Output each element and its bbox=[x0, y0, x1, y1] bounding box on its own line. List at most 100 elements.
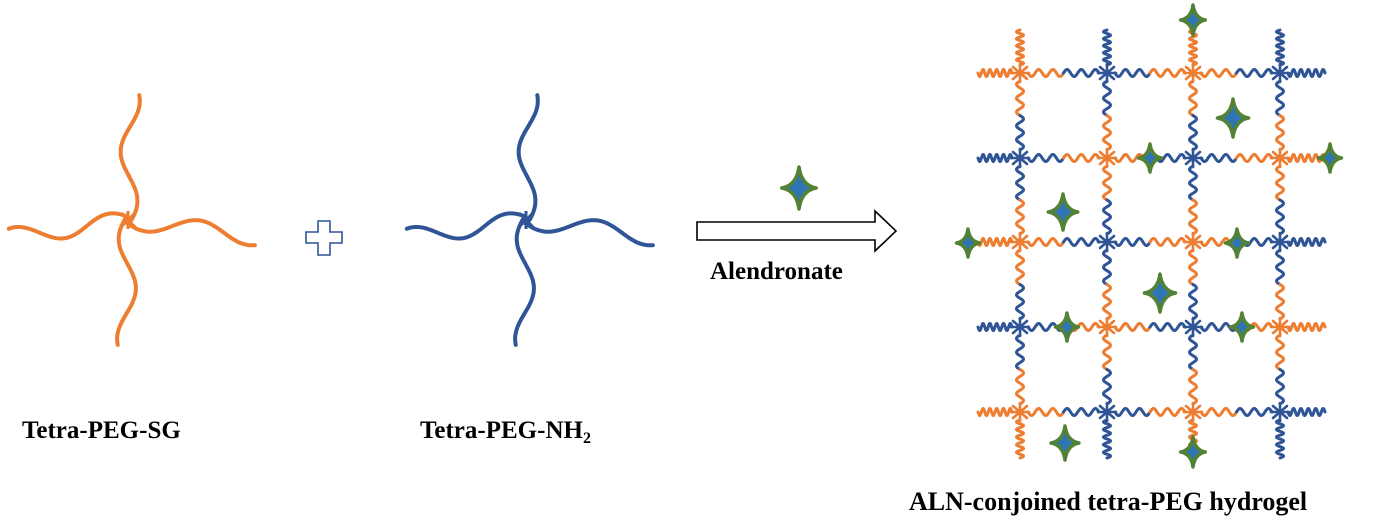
crosslink-node bbox=[1269, 147, 1291, 169]
crosslink-node bbox=[1182, 147, 1204, 169]
network-strand bbox=[1199, 67, 1238, 79]
network-strand bbox=[1305, 406, 1327, 418]
crosslink-node bbox=[1182, 401, 1204, 423]
hydrogel-network bbox=[976, 28, 1327, 460]
network-strand bbox=[1305, 321, 1327, 333]
peg-arm bbox=[513, 217, 536, 347]
network-strand bbox=[976, 321, 997, 333]
network-strand bbox=[1148, 406, 1187, 418]
network-strand bbox=[1274, 248, 1286, 286]
network-strand bbox=[993, 321, 1014, 333]
network-strand bbox=[1113, 236, 1152, 248]
network-strand bbox=[976, 406, 997, 418]
tetra-peg-sg-molecule bbox=[6, 93, 257, 347]
crosslink-node bbox=[1269, 62, 1291, 84]
network-strand bbox=[1062, 236, 1101, 248]
network-strand bbox=[1199, 321, 1238, 333]
network-strand bbox=[1235, 152, 1274, 164]
network-strand bbox=[1062, 152, 1101, 164]
crosslink-node bbox=[1269, 316, 1291, 338]
tetra-peg-nh2-label: Tetra-PEG-NH2 bbox=[420, 417, 591, 448]
network-strand bbox=[1113, 321, 1152, 333]
network-strand bbox=[1199, 152, 1238, 164]
alendronate-star-icon bbox=[1228, 311, 1256, 343]
network-strand bbox=[1101, 114, 1113, 152]
crosslink-node bbox=[1269, 231, 1291, 253]
network-strand bbox=[1026, 67, 1065, 79]
peg-arm bbox=[118, 93, 142, 223]
network-strand bbox=[1305, 236, 1327, 248]
alendronate-star-icon bbox=[1049, 424, 1081, 462]
hydrogel-label: ALN-conjoined tetra-PEG hydrogel bbox=[909, 487, 1308, 516]
network-strand bbox=[1286, 67, 1308, 79]
drug-stars bbox=[954, 3, 1344, 469]
network-strand bbox=[1235, 406, 1274, 418]
reaction-arrow-icon bbox=[696, 209, 898, 253]
crosslink-node bbox=[1009, 316, 1031, 338]
alendronate-star-icon bbox=[780, 165, 818, 211]
crosslink-node bbox=[1096, 147, 1118, 169]
network-strand bbox=[1305, 67, 1327, 79]
alendronate-star-icon bbox=[1053, 311, 1081, 343]
alendronate-star-icon bbox=[1215, 97, 1251, 139]
alendronate-star-icon bbox=[1316, 142, 1344, 174]
network-strand bbox=[1274, 368, 1286, 406]
network-strand bbox=[1286, 152, 1308, 164]
network-strand bbox=[1026, 406, 1065, 418]
network-strand bbox=[1187, 248, 1199, 286]
network-strand bbox=[1113, 406, 1152, 418]
alendronate-star-icon bbox=[1178, 435, 1208, 469]
network-strand bbox=[1062, 67, 1101, 79]
network-strand bbox=[1235, 67, 1274, 79]
network-strand bbox=[1026, 236, 1065, 248]
network-strand bbox=[1187, 368, 1199, 406]
network-strand bbox=[1187, 79, 1199, 117]
crosslink-node bbox=[1009, 231, 1031, 253]
network-strand bbox=[1274, 79, 1286, 117]
network-strand bbox=[1148, 67, 1187, 79]
peg-arm bbox=[516, 93, 540, 223]
tetra-peg-nh2-molecule bbox=[404, 93, 655, 347]
peg-arm bbox=[115, 217, 138, 347]
tetra-peg-nh2-label-subscript: 2 bbox=[582, 430, 591, 447]
network-strand bbox=[1187, 114, 1199, 152]
network-strand bbox=[1101, 28, 1113, 49]
network-strand bbox=[1014, 198, 1026, 236]
network-strand bbox=[993, 406, 1014, 418]
network-strand bbox=[1187, 333, 1199, 371]
network-strand bbox=[1274, 437, 1286, 460]
crosslink-node bbox=[1096, 231, 1118, 253]
peg-arm bbox=[6, 211, 130, 241]
network-strand bbox=[1274, 333, 1286, 371]
network-strand bbox=[1101, 283, 1113, 321]
network-strand bbox=[1014, 437, 1026, 460]
network-strand bbox=[1286, 236, 1308, 248]
network-strand bbox=[1199, 406, 1238, 418]
alendronate-star-icon bbox=[954, 227, 982, 259]
network-strand bbox=[1274, 198, 1286, 236]
network-strand bbox=[993, 236, 1014, 248]
crosslink-node bbox=[1096, 316, 1118, 338]
network-strand bbox=[1014, 28, 1026, 49]
alendronate-star-icon bbox=[1223, 227, 1251, 259]
network-strand bbox=[1274, 114, 1286, 152]
network-strand bbox=[1101, 333, 1113, 371]
network-strand bbox=[1274, 283, 1286, 321]
alendronate-star-icon bbox=[1046, 192, 1080, 232]
network-strand bbox=[1026, 152, 1065, 164]
network-strand bbox=[976, 152, 997, 164]
network-strand bbox=[1014, 283, 1026, 321]
network-strand bbox=[1014, 164, 1026, 202]
network-strand bbox=[1014, 114, 1026, 152]
peg-arm bbox=[523, 218, 655, 248]
network-strand bbox=[1187, 164, 1199, 202]
plus-icon bbox=[305, 220, 343, 256]
network-strand bbox=[1101, 46, 1113, 67]
network-strand bbox=[1274, 418, 1286, 441]
crosslink-node bbox=[1009, 62, 1031, 84]
alendronate-label: Alendronate bbox=[710, 258, 843, 285]
tetra-peg-nh2-label-base: Tetra-PEG-NH bbox=[420, 417, 583, 444]
network-strand bbox=[1274, 164, 1286, 202]
